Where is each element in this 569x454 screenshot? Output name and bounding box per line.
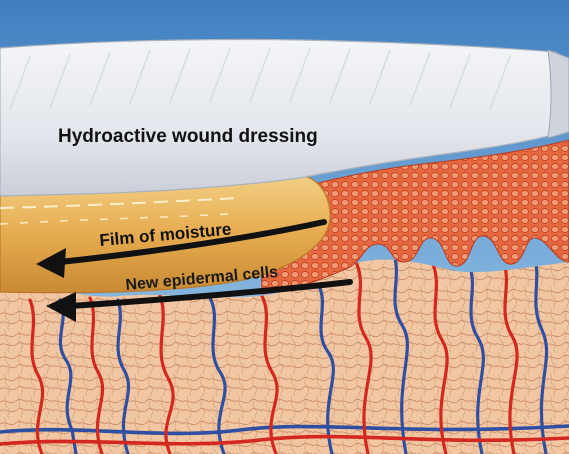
dressing-edge (548, 50, 569, 138)
label-dressing: Hydroactive wound dressing (58, 126, 318, 147)
